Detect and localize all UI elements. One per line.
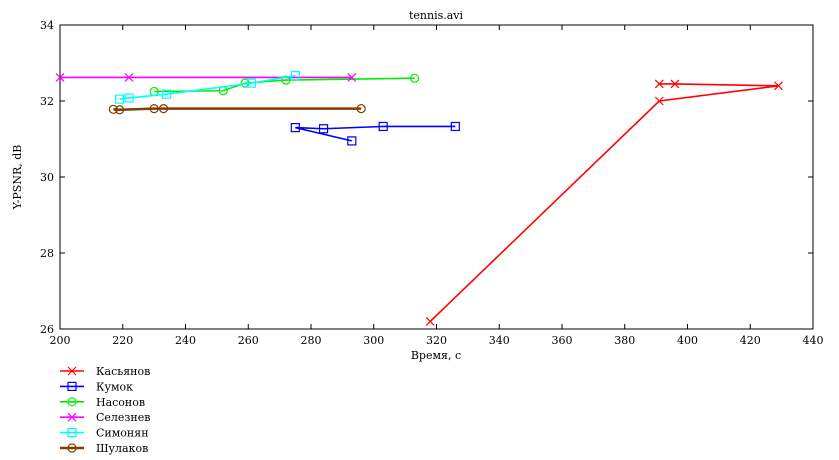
legend-label: Насонов: [96, 396, 145, 409]
legend-label: Симонян: [96, 427, 149, 440]
legend-marker: [67, 397, 77, 407]
data-point: [425, 316, 435, 326]
legend-label: Кумок: [96, 380, 133, 393]
legend-label: Касьянов: [96, 365, 150, 378]
series-layer: [55, 70, 783, 326]
data-point: [356, 103, 366, 114]
data-point: [774, 81, 783, 91]
series-Селезнев: [55, 73, 357, 82]
x-tick-label: 340: [489, 334, 510, 347]
y-axis-label: Y-PSNR, dB: [11, 145, 24, 211]
legend-entry: Селезнев: [60, 411, 150, 424]
data-point: [115, 94, 125, 104]
series-Шулаков: [108, 103, 366, 115]
legend-entry: Кумок: [60, 380, 133, 393]
chart-title: tennis.avi: [409, 9, 464, 22]
x-tick-label: 280: [301, 334, 322, 347]
legend-entry: Касьянов: [60, 365, 150, 378]
series-line: [154, 77, 415, 93]
legend-label: Шулаков: [96, 442, 148, 455]
legend-marker: [67, 443, 77, 453]
legend: КасьяновКумокНасоновСелезневСимонянШулак…: [60, 365, 150, 455]
data-point: [450, 121, 460, 132]
y-tick-label: 30: [40, 171, 54, 184]
data-point: [108, 104, 118, 114]
data-point: [124, 93, 134, 103]
legend-marker: [67, 412, 77, 422]
legend-marker: [67, 428, 77, 438]
series-line: [119, 74, 296, 100]
data-point: [290, 122, 300, 133]
x-tick-label: 300: [363, 334, 384, 347]
data-point: [162, 89, 172, 99]
y-tick-label: 34: [40, 19, 54, 32]
x-tick-label: 360: [552, 334, 573, 347]
series-Симонян: [115, 70, 300, 104]
legend-label: Селезнев: [96, 411, 150, 424]
x-tick-label: 400: [677, 334, 698, 347]
legend-entry: Симонян: [60, 427, 149, 440]
plot-area: [59, 24, 814, 330]
legend-marker: [67, 381, 77, 391]
data-point: [670, 79, 680, 89]
y-tick-label: 32: [40, 95, 54, 108]
x-tick-label: 380: [614, 334, 635, 347]
x-tick-label: 260: [238, 334, 259, 347]
series-line: [295, 125, 456, 142]
data-point: [55, 73, 65, 82]
legend-marker: [67, 366, 77, 376]
data-point: [378, 121, 388, 132]
data-point: [347, 73, 357, 82]
data-point: [318, 124, 329, 134]
series-Кумок: [290, 121, 460, 146]
data-point: [158, 103, 169, 114]
data-point: [281, 75, 291, 85]
axis-ticks: 200 220 240 260 280 300 320 340 360 380 400 420 440 2…: [40, 19, 824, 347]
y-tick-label: 28: [40, 247, 54, 260]
x-tick-label: 200: [50, 334, 71, 347]
data-point: [347, 136, 357, 146]
x-tick-label: 440: [803, 334, 824, 347]
x-tick-label: 240: [175, 334, 196, 347]
data-point: [654, 96, 664, 106]
y-tick-label: 26: [40, 323, 54, 336]
data-point: [654, 79, 664, 89]
data-point: [124, 73, 134, 82]
data-point: [290, 70, 300, 81]
x-tick-label: 220: [112, 334, 133, 347]
data-point: [409, 73, 420, 83]
legend-entry: Насонов: [60, 396, 145, 409]
x-tick-label: 420: [740, 334, 761, 347]
data-point: [246, 78, 256, 88]
x-axis-label: Время, с: [411, 349, 461, 362]
data-point: [115, 105, 125, 115]
series-Касьянов: [425, 79, 783, 326]
x-tick-label: 320: [426, 334, 447, 347]
legend-entry: Шулаков: [60, 442, 148, 455]
data-point: [149, 103, 159, 114]
